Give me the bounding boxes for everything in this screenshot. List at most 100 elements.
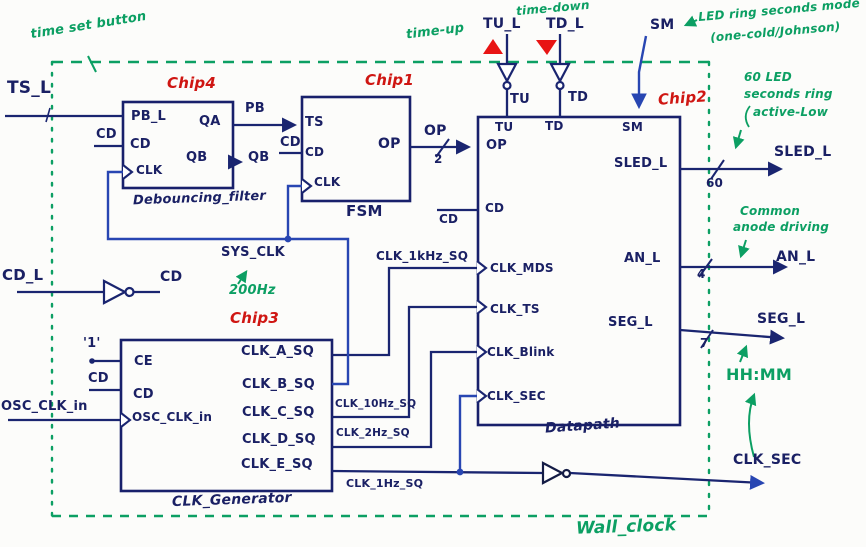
chip2-pin-clk-ts: CLK_TS	[490, 302, 540, 316]
chip4-pin-cd: CD	[130, 137, 151, 152]
time-up-marker-icon	[483, 39, 503, 54]
tu-inverter-bubble	[502, 80, 512, 91]
seg-l-wire	[679, 328, 785, 345]
net-label-clk-2hz: CLK_2Hz_SQ	[336, 427, 410, 439]
clk-1khz-wire	[332, 266, 477, 357]
led-mode-arrow	[683, 15, 698, 27]
sled-bus-width: 60	[706, 176, 724, 190]
chip3-pin-clk-e-sq: CLK_E_SQ	[241, 457, 313, 472]
chip1-box	[300, 95, 412, 203]
net-label-sled-l: SLED_L	[774, 144, 832, 160]
sm-wire	[631, 35, 648, 110]
hhmm-curved-arrow	[744, 392, 757, 458]
net-label-tu-l: TU_L	[483, 16, 521, 32]
chip2-pin-sled-l: SLED_L	[614, 156, 668, 171]
seg-bus-width: 7	[700, 336, 709, 350]
common-anode-note-line1: Common	[740, 204, 801, 218]
chip4-pin-clk: CLK	[136, 163, 163, 177]
chip2-clksec-chevron	[476, 388, 488, 404]
clk-sec-branch	[458, 394, 477, 472]
wall-clock-dashed-border	[50, 60, 711, 518]
chip2-pin-clk-blink: CLK_Blink	[487, 345, 555, 359]
net-label-clk-10hz: CLK_10Hz_SQ	[335, 398, 417, 410]
common-anode-arrow	[738, 239, 750, 259]
signal-wires	[5, 34, 788, 490]
chip1-pin-cd: CD	[305, 145, 325, 159]
clk-sec-out-wire	[569, 471, 765, 490]
seconds-ring-note-line3: active-Low	[753, 105, 828, 119]
net-label-cd-l: CD_L	[2, 266, 44, 284]
chip2-clkts-chevron	[476, 299, 488, 315]
seg-pointer-arrow	[736, 344, 749, 363]
seg-bus-slash	[700, 329, 714, 349]
net-label-tu: TU	[510, 92, 530, 107]
clk-10hz-wire	[332, 305, 477, 419]
net-label-qb: QB	[248, 150, 270, 165]
td-inverter-bubble	[555, 80, 565, 91]
net-label-td: TD	[568, 90, 589, 105]
clock-pin-chevrons	[120, 164, 488, 428]
net-label-sm: SM	[650, 17, 675, 33]
net-label-sys-clk: SYS_CLK	[221, 245, 285, 260]
net-label-cd-inverted: CD	[160, 269, 183, 285]
sled-bus-slash	[710, 159, 725, 180]
op-bus-width: 2	[434, 152, 443, 166]
clk-sec-inverter-bubble	[561, 468, 572, 479]
chip3-caption: CLK_Generator	[171, 489, 292, 511]
chip1-title: Chip1	[365, 71, 415, 89]
chip2-title: Chip2	[657, 87, 708, 109]
sys-clk-wire	[106, 170, 350, 386]
chip2-pin-op: OP	[486, 138, 507, 153]
clk-1hz-junction-dot	[456, 468, 464, 476]
net-label-clk-1hz: CLK_1Hz_SQ	[346, 477, 424, 490]
seconds-ring-note-line1: 60 LED	[744, 70, 792, 84]
chip3-pin-osc-clk-in: OSC_CLK_in	[132, 410, 213, 424]
chip3-pin-clk-b-sq: CLK_B_SQ	[242, 377, 315, 392]
chip4-pin-qa: QA	[199, 114, 221, 129]
chip3-title: Chip3	[230, 309, 280, 327]
cd-inverter-icon	[102, 279, 128, 305]
cd-stub-label-chip4: CD	[96, 127, 117, 142]
chip2-pin-tu: TU	[495, 120, 514, 134]
chip3-osc-chevron	[120, 412, 132, 428]
op-bus-slash	[435, 138, 450, 158]
inverter-gates	[102, 62, 572, 485]
chip2-pin-sm: SM	[622, 120, 643, 134]
chip4-clk-chevron	[122, 164, 134, 180]
seconds-ring-note-line2: seconds ring	[744, 87, 833, 101]
net-label-pb: PB	[245, 101, 265, 116]
chip3-pin-ce: CE	[134, 354, 153, 369]
tu-inverter-icon	[496, 62, 518, 84]
cd-inverter-bubble	[124, 286, 135, 298]
blue-wires	[106, 35, 648, 472]
clk-2hz-wire	[332, 350, 477, 449]
clk-1hz-wire	[331, 469, 544, 475]
net-label-ts-l: TS_L	[7, 78, 51, 98]
ts-l-tick	[45, 107, 51, 123]
cd-stub-label-chip2: CD	[439, 212, 459, 226]
logic-one-dot	[89, 358, 95, 364]
wall-clock-title: Wall_clock	[575, 515, 677, 539]
chip2-pin-cd: CD	[485, 201, 505, 215]
net-label-td-l: TD_L	[546, 16, 584, 32]
td-inverter-icon	[549, 62, 571, 84]
time-down-marker-icon	[536, 40, 557, 55]
net-label-op: OP	[424, 123, 447, 139]
active-low-brace	[744, 105, 751, 128]
chip3-pin-clk-c-sq: CLK_C_SQ	[242, 405, 315, 420]
chip1-pin-ts: TS	[305, 115, 324, 130]
display-format-note: HH:MM	[726, 365, 793, 384]
chip4-pin-pb-l: PB_L	[131, 109, 167, 124]
chip2-pin-seg-l: SEG_L	[608, 315, 653, 330]
chip3-pin-clk-a-sq: CLK_A_SQ	[241, 344, 314, 359]
common-anode-note-line2: anode driving	[733, 220, 830, 234]
chip2-pin-an-l: AN_L	[624, 251, 661, 266]
chip2-pin-clk-sec: CLK_SEC	[487, 389, 546, 403]
net-label-clk-1khz: CLK_1kHz_SQ	[376, 249, 469, 263]
green-annotation-arrows	[87, 15, 757, 458]
sys-clk-frequency-note: 200Hz	[229, 283, 276, 298]
chip2-pin-clk-mds: CLK_MDS	[490, 261, 554, 275]
net-label-seg-l: SEG_L	[757, 311, 806, 327]
sys-clk-junction-dot	[284, 235, 292, 243]
net-label-clk-sec: CLK_SEC	[733, 452, 802, 468]
